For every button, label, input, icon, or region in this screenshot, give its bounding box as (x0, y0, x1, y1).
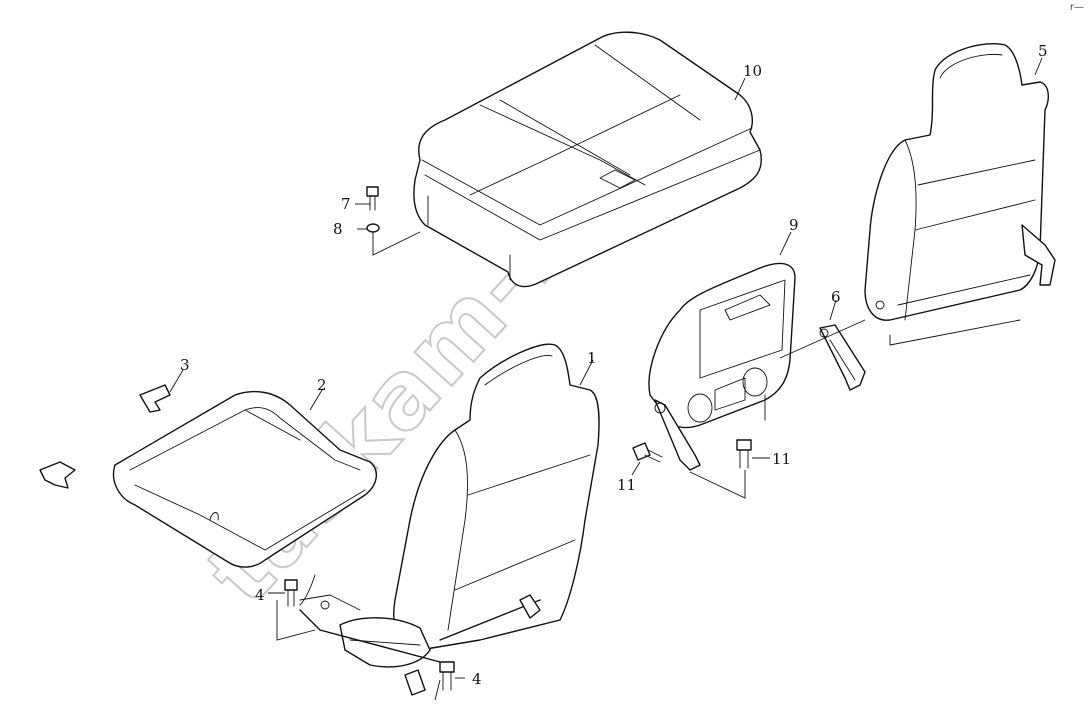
bracket-part-6 (819, 324, 866, 391)
back-panel-part-7 (648, 262, 796, 471)
callout-5: 5 (1038, 42, 1048, 60)
callout-2: 2 (317, 376, 327, 394)
clip-part-3 (39, 384, 171, 489)
callout-11-right: 11 (772, 450, 791, 468)
callout-10: 8 (333, 220, 343, 238)
bolt-part-4-upper (284, 579, 298, 607)
callout-4-lower: 4 (472, 670, 482, 688)
leader-lines (169, 57, 1043, 701)
callout-6: 6 (831, 288, 841, 306)
callout-labels: 10 5 9 6 1 2 3 7 8 4 4 11 11 (180, 42, 1048, 688)
callout-4-upper: 4 (255, 586, 265, 604)
callout-3: 3 (180, 356, 190, 374)
corner-mark: r— (1069, 2, 1084, 13)
bolt-part-9 (366, 186, 379, 211)
callout-8: 10 (743, 62, 762, 80)
bolt-part-11-left (632, 442, 663, 463)
rear-seat-cushion-part-8 (413, 31, 762, 288)
callout-9: 7 (341, 195, 351, 213)
callout-7: 9 (789, 216, 799, 234)
callout-1: 1 (587, 349, 597, 367)
bolt-part-11-right (736, 439, 752, 469)
bolt-part-4-lower (439, 661, 455, 691)
seat-cushion-part-2 (112, 390, 377, 568)
washer-part-10 (366, 223, 380, 233)
callout-11-left: 11 (617, 476, 636, 494)
backrest-part-5 (864, 43, 1056, 346)
seat-assembly-part-1 (299, 343, 600, 696)
